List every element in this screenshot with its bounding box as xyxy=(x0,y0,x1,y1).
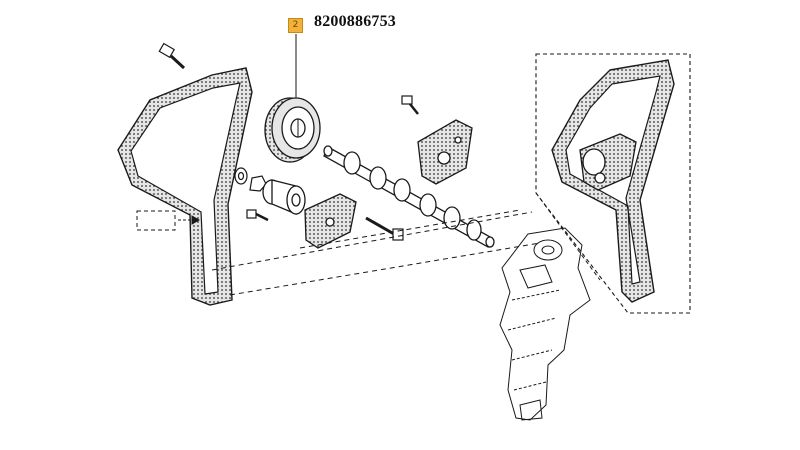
camshaft-pulley[interactable] xyxy=(264,97,321,163)
camshaft[interactable] xyxy=(323,145,495,248)
part-number-label: 8200886753 xyxy=(314,13,396,30)
tensioner-bracket-inset[interactable] xyxy=(579,133,637,191)
construction-lines xyxy=(211,209,541,296)
washer[interactable] xyxy=(234,167,248,185)
detail-inset xyxy=(535,53,691,314)
bolt-upper[interactable] xyxy=(401,95,419,115)
callout-badge[interactable]: 2 xyxy=(288,18,303,33)
tensioner-bracket[interactable] xyxy=(417,119,473,185)
engine-block xyxy=(499,227,591,421)
bolt-small-left[interactable] xyxy=(246,209,269,222)
bolt-top-left[interactable] xyxy=(158,42,186,70)
long-bolt[interactable] xyxy=(365,216,404,241)
reference-box-left xyxy=(136,210,201,231)
tensioner-roller[interactable] xyxy=(262,179,306,215)
cover-plate[interactable] xyxy=(304,193,357,249)
timing-belt-left[interactable] xyxy=(117,67,253,306)
